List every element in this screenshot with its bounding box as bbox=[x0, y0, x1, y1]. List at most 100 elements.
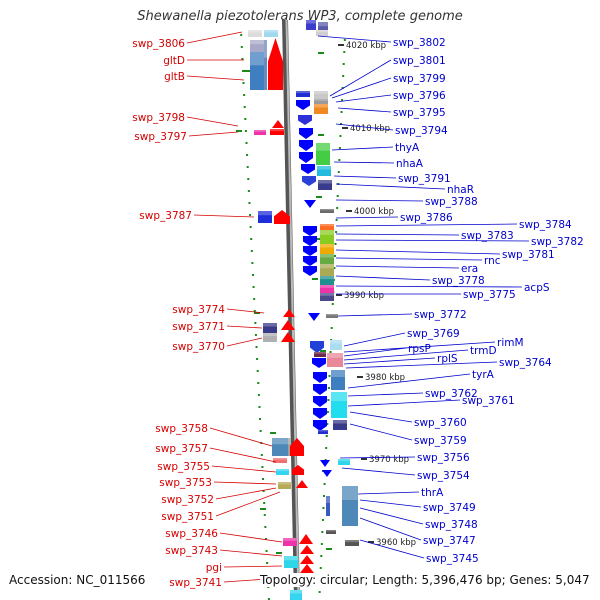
forward-gene-arrow bbox=[283, 309, 295, 317]
gene-label-swp_3747: swp_3747 bbox=[423, 535, 476, 547]
gene-block bbox=[250, 52, 264, 90]
track-dot bbox=[329, 351, 332, 353]
gene-shade bbox=[258, 211, 272, 216]
gene-leader-line bbox=[223, 565, 283, 568]
track-dot bbox=[262, 490, 265, 492]
gene-shade bbox=[314, 99, 328, 101]
track-dot bbox=[318, 591, 321, 593]
gene-label-swp_3770: swp_3770 bbox=[172, 341, 225, 353]
gene-leader-line bbox=[333, 161, 395, 164]
gene-label-swp_3781: swp_3781 bbox=[502, 249, 555, 261]
gene-label-swp_3784: swp_3784 bbox=[519, 219, 572, 231]
gene-label-rpls: rplS bbox=[437, 353, 458, 365]
track-dot bbox=[247, 178, 250, 180]
track-dot bbox=[257, 382, 260, 384]
track-dot bbox=[326, 423, 329, 425]
gene-block bbox=[250, 40, 264, 52]
gene-block bbox=[283, 538, 297, 546]
forward-gene-arrow bbox=[281, 320, 295, 330]
track-dot bbox=[339, 123, 342, 125]
track-dot bbox=[240, 46, 243, 48]
track-dot bbox=[342, 63, 345, 65]
gene-block bbox=[276, 469, 289, 475]
track-dot bbox=[343, 51, 346, 53]
track-dot bbox=[246, 166, 249, 168]
gene-leader-line bbox=[343, 332, 406, 347]
gene-leader-line bbox=[219, 549, 283, 557]
gene-block bbox=[320, 209, 334, 213]
gene-shade bbox=[273, 458, 287, 460]
gene-label-swp_3788: swp_3788 bbox=[425, 196, 478, 208]
reverse-gene-arrow bbox=[313, 396, 327, 407]
forward-gene-arrow bbox=[290, 438, 304, 456]
gene-block bbox=[290, 590, 302, 600]
genome-backbone-highlight bbox=[285, 19, 300, 600]
gene-block bbox=[318, 430, 328, 434]
gene-label-trmd: trmD bbox=[470, 345, 497, 357]
gene-block bbox=[288, 438, 291, 456]
forward-gene-arrow bbox=[272, 120, 284, 128]
gene-block bbox=[327, 353, 343, 367]
track-dot bbox=[335, 219, 338, 221]
gene-leader-line bbox=[335, 94, 392, 103]
gene-leader-line bbox=[335, 183, 446, 190]
reverse-gene-arrow bbox=[299, 128, 313, 139]
genome-title: Shewanella piezotolerans WP3, complete g… bbox=[137, 9, 463, 24]
gene-block bbox=[278, 482, 291, 489]
gene-shade bbox=[250, 52, 264, 66]
gene-shade bbox=[306, 20, 316, 24]
track-dot bbox=[255, 346, 258, 348]
gene-label-swp_3748: swp_3748 bbox=[425, 519, 478, 531]
track-dot bbox=[333, 255, 336, 257]
reverse-gene-arrow bbox=[299, 152, 313, 163]
gene-shade bbox=[296, 91, 310, 94]
gene-label-swp_3769: swp_3769 bbox=[407, 328, 460, 340]
forward-gene-arrow bbox=[268, 38, 283, 90]
gene-leader-line bbox=[215, 491, 281, 517]
gene-block bbox=[330, 340, 342, 350]
track-dot bbox=[343, 39, 346, 41]
gene-block bbox=[320, 244, 334, 254]
gene-label-swp_3802: swp_3802 bbox=[393, 37, 446, 49]
gene-leader-line bbox=[343, 357, 436, 365]
gene-label-swp_3772: swp_3772 bbox=[414, 309, 467, 321]
gene-label-swp_3794: swp_3794 bbox=[395, 125, 448, 137]
track-dot bbox=[245, 142, 248, 144]
track-dot bbox=[325, 435, 328, 437]
gene-block bbox=[331, 370, 345, 390]
ruler-label: 3980 kbp bbox=[365, 373, 405, 383]
gene-leader-line bbox=[335, 249, 501, 255]
gene-leader-line bbox=[335, 199, 424, 202]
gene-label-swp_3799: swp_3799 bbox=[393, 73, 446, 85]
track-dot bbox=[340, 111, 343, 113]
gene-leader-line bbox=[357, 491, 420, 495]
gene-shade bbox=[326, 496, 330, 503]
track-tick bbox=[254, 312, 260, 314]
gene-shade bbox=[338, 459, 350, 462]
track-dot bbox=[253, 298, 256, 300]
track-dot bbox=[320, 555, 323, 557]
track-dot bbox=[327, 387, 330, 389]
gene-leader-line bbox=[345, 361, 498, 369]
ruler-label: 4020 kbp bbox=[346, 41, 386, 51]
forward-gene-arrow bbox=[281, 332, 295, 342]
track-dot bbox=[253, 310, 256, 312]
gene-label-swp_3787: swp_3787 bbox=[139, 210, 192, 222]
gene-leader-line bbox=[343, 349, 469, 361]
gene-label-swp_3764: swp_3764 bbox=[499, 357, 552, 369]
gene-label-swp_3806: swp_3806 bbox=[132, 38, 185, 50]
gene-shade bbox=[264, 30, 278, 33]
gene-block bbox=[263, 333, 277, 342]
track-dot bbox=[246, 154, 249, 156]
track-dot bbox=[262, 478, 265, 480]
track-dot bbox=[338, 147, 341, 149]
gene-shade bbox=[316, 143, 330, 151]
forward-gene-arrow bbox=[274, 210, 290, 224]
track-dot bbox=[325, 447, 328, 449]
gene-leader-line bbox=[359, 507, 424, 525]
gene-block bbox=[320, 264, 334, 276]
track-dot bbox=[336, 207, 339, 209]
track-dot bbox=[326, 411, 329, 413]
gene-block bbox=[248, 30, 262, 37]
gene-leader-line bbox=[335, 275, 431, 281]
